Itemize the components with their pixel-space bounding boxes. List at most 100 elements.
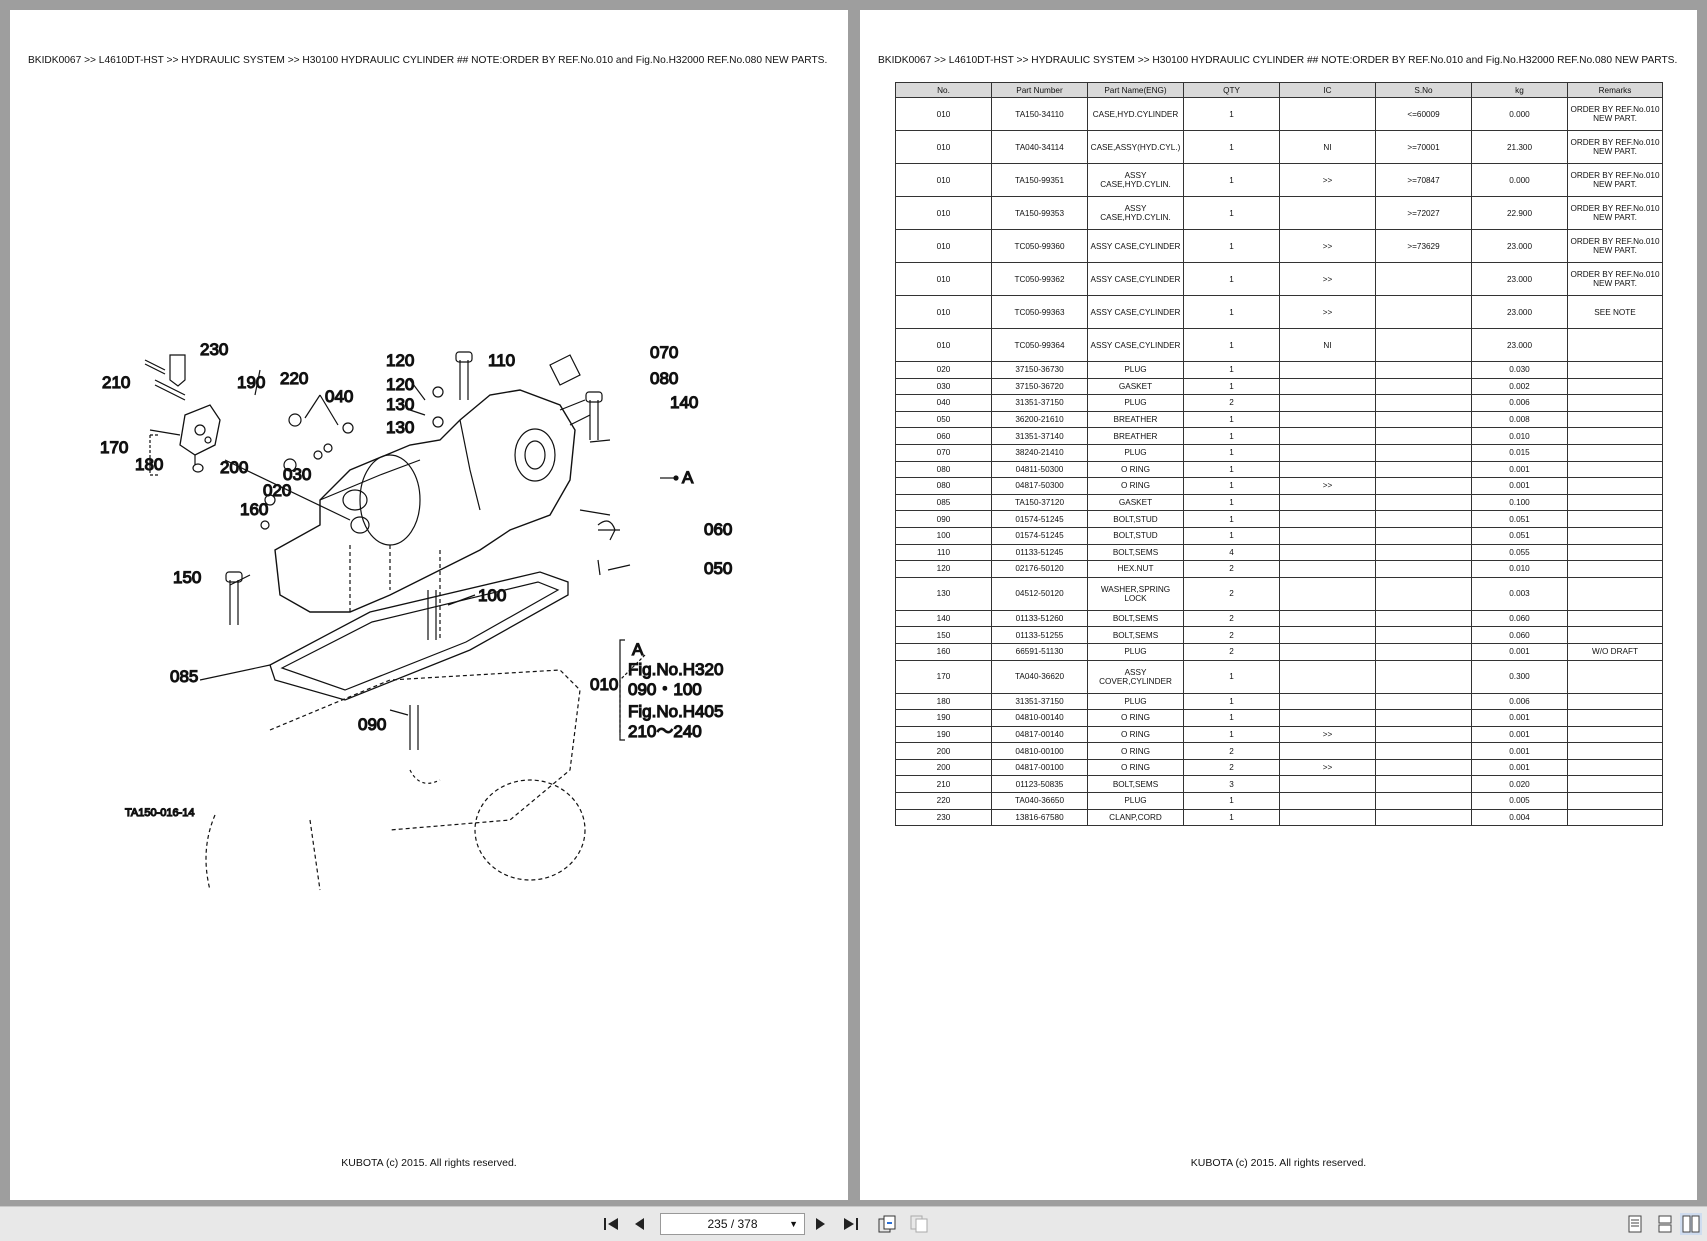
table-cell: 010 — [895, 328, 992, 362]
last-page-button[interactable] — [840, 1213, 862, 1235]
table-cell: 1 — [1183, 377, 1280, 396]
table-cell: 1 — [1183, 493, 1280, 512]
table-cell: 1 — [1183, 792, 1280, 810]
table-cell — [1567, 377, 1663, 396]
first-page-button[interactable] — [600, 1213, 622, 1235]
callout-160: 160 — [240, 500, 268, 519]
table-cell — [1567, 659, 1663, 694]
table-cell: TA150-37120 — [991, 493, 1088, 512]
column-header: IC — [1279, 82, 1376, 98]
table-cell: 030 — [895, 377, 992, 396]
table-cell: 2 — [1183, 758, 1280, 777]
table-cell: WASHER,SPRING LOCK — [1087, 576, 1184, 611]
table-cell — [1375, 295, 1472, 329]
table-cell: HEX.NUT — [1087, 560, 1184, 578]
table-cell — [1375, 526, 1472, 545]
table-cell — [1279, 792, 1376, 810]
table-cell: 0.015 — [1471, 443, 1568, 462]
table-cell: 1 — [1183, 709, 1280, 727]
table-cell: 1 — [1183, 427, 1280, 445]
table-cell: BOLT,STUD — [1087, 510, 1184, 528]
table-cell — [1279, 97, 1376, 131]
table-cell: 0.006 — [1471, 394, 1568, 412]
table-cell: 04810-00100 — [991, 742, 1088, 760]
table-cell: 01133-51245 — [991, 543, 1088, 562]
continuous-page-button[interactable] — [1654, 1213, 1676, 1235]
table-cell: 0.001 — [1471, 709, 1568, 727]
left-page: BKIDK0067 >> L4610DT-HST >> HYDRAULIC SY… — [10, 10, 848, 1200]
single-page-button[interactable] — [1624, 1213, 1646, 1235]
table-cell — [1375, 328, 1472, 362]
table-cell — [1279, 543, 1376, 562]
two-page-icon — [1682, 1215, 1700, 1233]
table-cell: 0.000 — [1471, 97, 1568, 131]
table-cell: W/O DRAFT — [1567, 642, 1663, 661]
callout-170: 170 — [100, 438, 128, 457]
table-cell — [1279, 460, 1376, 479]
table-cell — [1279, 526, 1376, 545]
table-cell: 04817-50300 — [991, 477, 1088, 495]
column-header: QTY — [1183, 82, 1280, 98]
table-cell: 23.000 — [1471, 229, 1568, 263]
table-cell — [1279, 659, 1376, 694]
table-cell: 1 — [1183, 229, 1280, 263]
two-page-button[interactable] — [1680, 1213, 1702, 1235]
table-cell: GASKET — [1087, 377, 1184, 396]
table-cell: 100 — [895, 526, 992, 545]
table-cell: 110 — [895, 543, 992, 562]
fit-width-button[interactable] — [908, 1213, 930, 1235]
table-cell: TA040-36620 — [991, 659, 1088, 694]
cylinder-case — [274, 389, 576, 613]
table-cell: 02176-50120 — [991, 560, 1088, 578]
table-cell — [1279, 576, 1376, 611]
table-cell — [1279, 742, 1376, 760]
diagram-code: TA150-016-14 — [125, 807, 195, 819]
chevron-down-icon: ▼ — [789, 1219, 798, 1229]
table-cell: 0.003 — [1471, 576, 1568, 611]
table-cell — [1279, 626, 1376, 644]
table-cell — [1567, 543, 1663, 562]
table-cell — [1567, 443, 1663, 462]
table-cell: >> — [1279, 477, 1376, 495]
table-cell — [1375, 709, 1472, 727]
table-cell — [1279, 709, 1376, 727]
table-cell: 0.001 — [1471, 742, 1568, 760]
table-cell: 0.005 — [1471, 792, 1568, 810]
table-cell: 2 — [1183, 742, 1280, 760]
table-cell: 060 — [895, 427, 992, 445]
table-cell: 13816-67580 — [991, 808, 1088, 827]
callout-140: 140 — [670, 393, 698, 412]
table-cell — [1279, 361, 1376, 379]
table-cell: 0.010 — [1471, 427, 1568, 445]
callout-190: 190 — [237, 373, 265, 392]
next-page-button[interactable] — [810, 1213, 832, 1235]
ref-fig-h320: Fig.No.H320 — [628, 660, 723, 679]
table-cell: 36200-21610 — [991, 410, 1088, 429]
table-cell: 0.001 — [1471, 725, 1568, 744]
table-cell: O RING — [1087, 758, 1184, 777]
page-number-field[interactable]: 235 / 378 ▼ — [660, 1213, 805, 1235]
fit-page-button[interactable] — [876, 1213, 898, 1235]
table-cell: 23.000 — [1471, 328, 1568, 362]
table-cell: TA150-99351 — [991, 163, 1088, 197]
table-cell — [1567, 692, 1663, 711]
prev-page-button[interactable] — [628, 1213, 650, 1235]
table-cell: O RING — [1087, 709, 1184, 727]
table-cell — [1279, 493, 1376, 512]
table-cell — [1567, 792, 1663, 810]
table-cell: BOLT,SEMS — [1087, 775, 1184, 794]
table-cell — [1375, 808, 1472, 827]
table-cell — [1375, 460, 1472, 479]
table-cell — [1375, 758, 1472, 777]
table-cell: 190 — [895, 709, 992, 727]
table-cell: 010 — [895, 163, 992, 197]
